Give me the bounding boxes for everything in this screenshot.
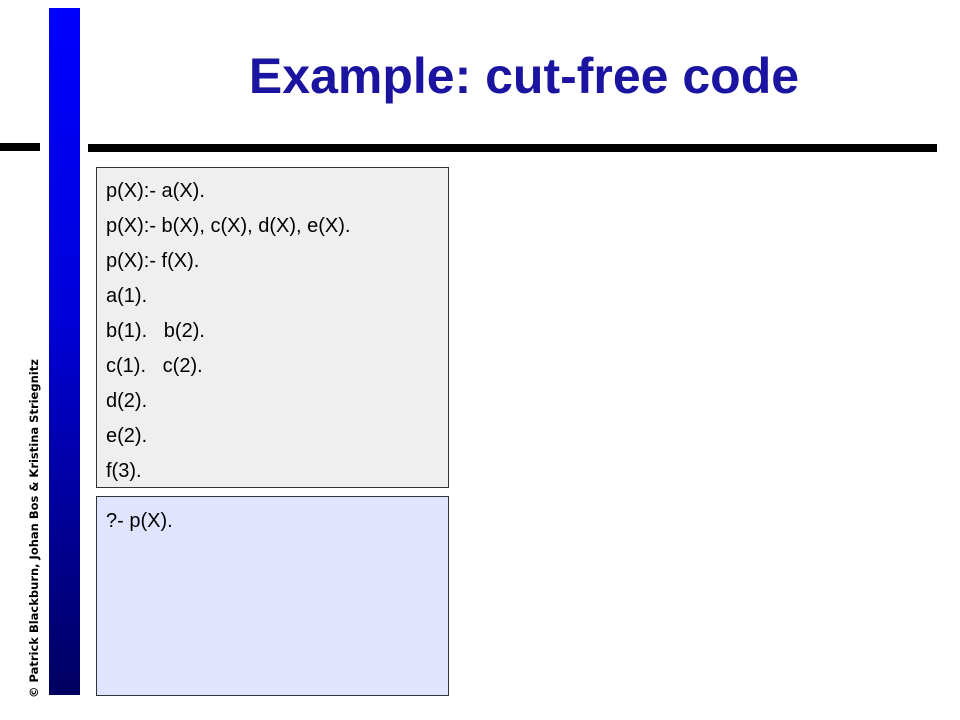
code-line: p(X):- f(X). bbox=[106, 250, 200, 272]
left-accent-bar bbox=[49, 8, 80, 695]
program-code-box: p(X):- a(X). p(X):- b(X), c(X), d(X), e(… bbox=[96, 167, 449, 488]
code-line: d(2). bbox=[106, 390, 148, 412]
query-box: ?- p(X). bbox=[96, 496, 449, 696]
code-line: c(1). c(2). bbox=[106, 355, 203, 377]
code-line: a(1). bbox=[106, 285, 148, 307]
code-line: p(X):- a(X). bbox=[106, 180, 205, 202]
slide-title: Example: cut-free code bbox=[248, 48, 800, 104]
title-rule-left bbox=[0, 143, 40, 151]
code-line: p(X):- b(X), c(X), d(X), e(X). bbox=[106, 215, 351, 237]
code-line: e(2). bbox=[106, 425, 148, 447]
copyright-notice: © Patrick Blackburn, Johan Bos & Kristin… bbox=[27, 359, 41, 698]
query-line: ?- p(X). bbox=[106, 510, 173, 532]
code-line: b(1). b(2). bbox=[106, 320, 205, 342]
title-rule-right bbox=[88, 144, 937, 152]
code-line: f(3). bbox=[106, 460, 142, 482]
